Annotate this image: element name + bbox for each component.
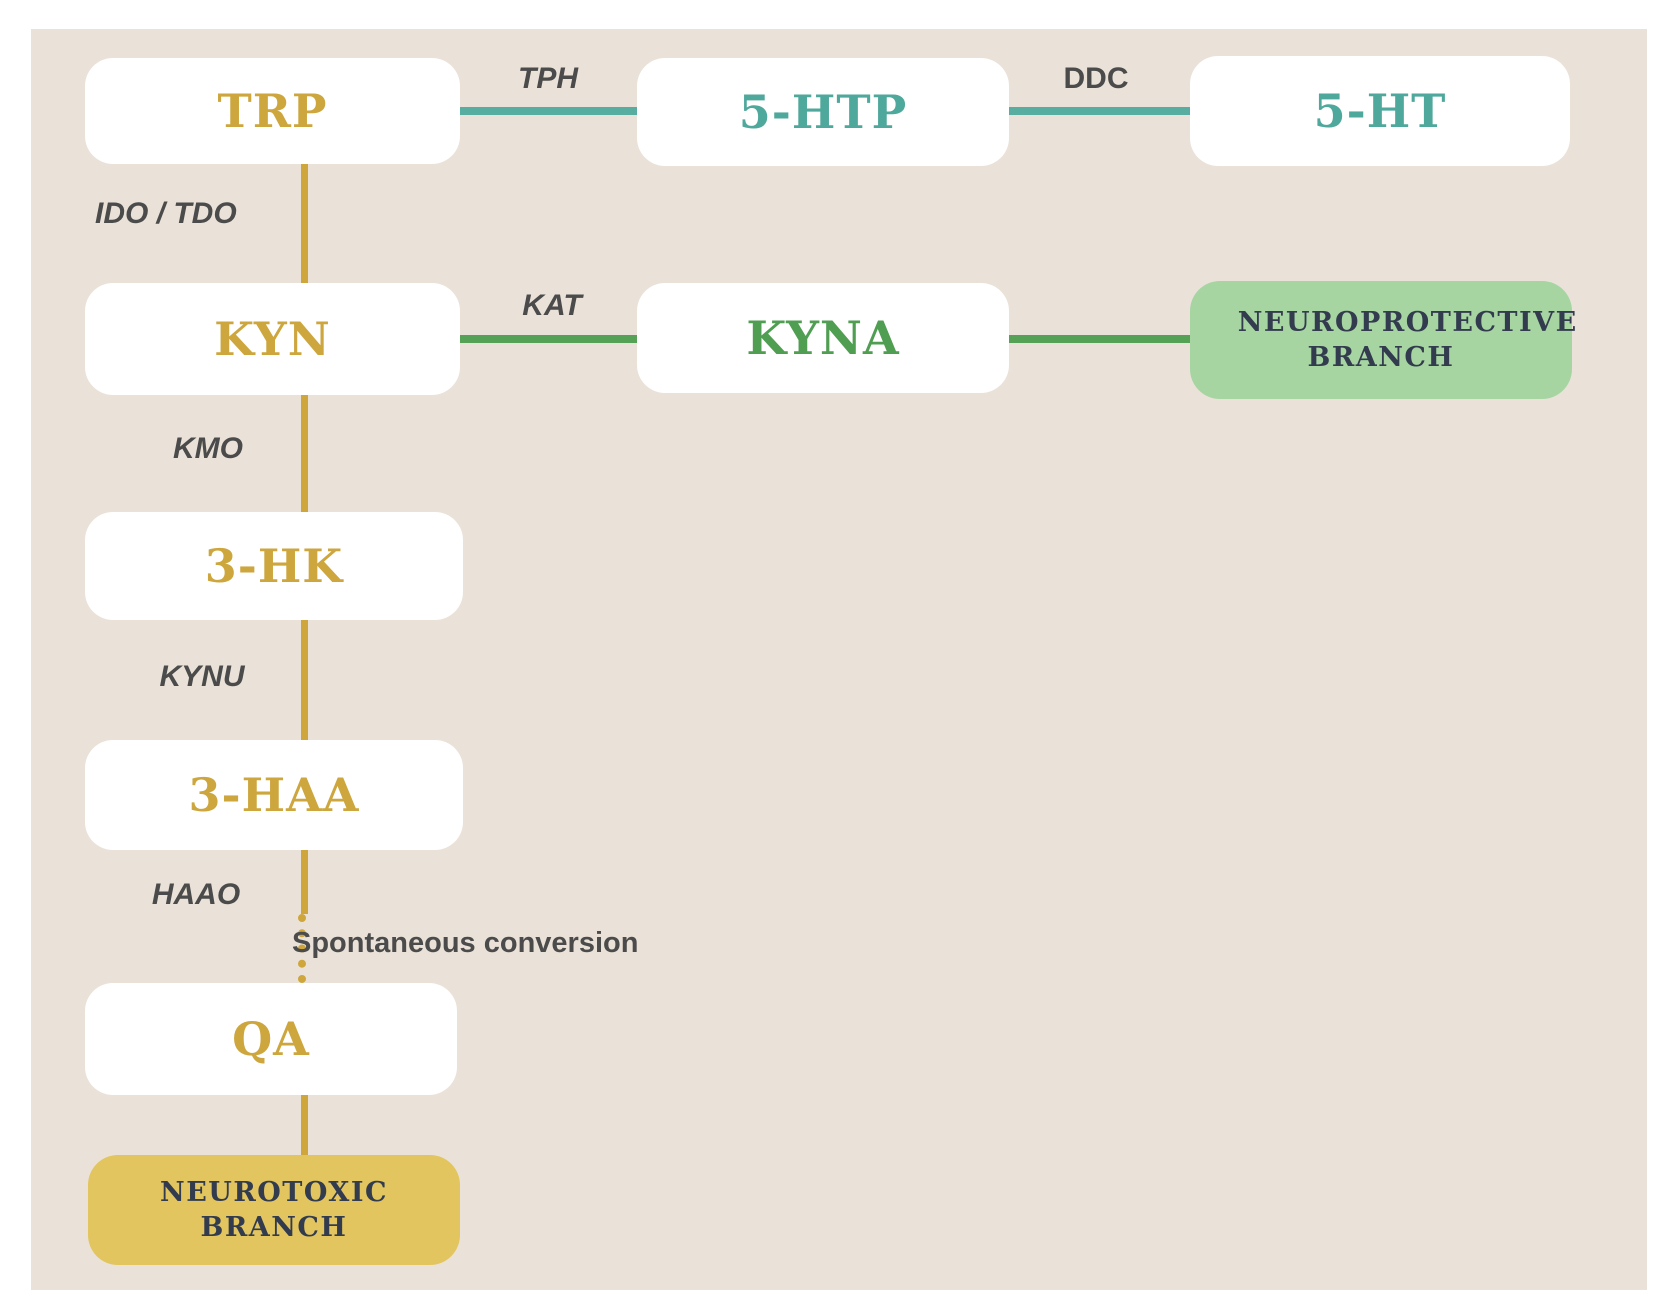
node-kyna: KYNA: [637, 283, 1009, 393]
node-neurotoxic-branch-label: NEUROTOXIC BRANCH: [160, 1176, 388, 1243]
node-3hk-label: 3-HK: [204, 539, 344, 593]
node-5ht-label: 5-HT: [1313, 84, 1447, 138]
enzyme-label-ido-tdo: IDO / TDO: [95, 197, 237, 230]
enzyme-label-kmo: KMO: [173, 432, 243, 465]
edge-5htp-5ht: [1009, 107, 1190, 115]
node-3haa-label: 3-HAA: [188, 768, 360, 822]
node-qa: QA: [85, 983, 457, 1095]
edge-kyn-3hk: [301, 395, 308, 512]
node-3hk: 3-HK: [85, 512, 463, 620]
edge-trp-kyn: [301, 164, 308, 283]
edge-3haa-qa-solid-segment: [301, 850, 308, 914]
edge-qa-neurotoxic: [301, 1095, 308, 1155]
diagram-panel: TRP 5-HTP 5-HT KYN KYNA NEUROPROTECTIVE …: [31, 29, 1647, 1290]
edge-trp-5htp: [460, 107, 637, 115]
annotation-spontaneous-conversion: Spontaneous conversion: [292, 927, 639, 959]
enzyme-label-kynu: KYNU: [159, 660, 245, 693]
node-3haa: 3-HAA: [85, 740, 463, 850]
node-trp: TRP: [85, 58, 460, 164]
node-neuroprotective-branch: NEUROPROTECTIVE BRANCH: [1190, 281, 1578, 399]
enzyme-label-haao: HAAO: [151, 878, 241, 911]
node-neuroprotective-branch-label: NEUROPROTECTIVE BRANCH: [1237, 306, 1578, 373]
enzyme-label-kat: KAT: [522, 289, 582, 322]
edge-kyn-kyna: [460, 335, 637, 343]
edge-kyna-neuroprotective: [1009, 335, 1190, 343]
node-5htp-label: 5-HTP: [738, 85, 908, 139]
node-5ht: 5-HT: [1190, 56, 1570, 166]
edge-3haa-qa-dotted-segment: [298, 914, 306, 983]
edge-3hk-3haa: [301, 620, 308, 740]
enzyme-label-ddc: DDC: [1063, 62, 1129, 95]
node-kyn: KYN: [85, 283, 460, 395]
node-kyna-label: KYNA: [746, 311, 900, 365]
node-neurotoxic-branch: NEUROTOXIC BRANCH: [88, 1155, 460, 1265]
node-5htp: 5-HTP: [637, 58, 1009, 166]
enzyme-label-tph: TPH: [518, 62, 578, 95]
node-trp-label: TRP: [217, 84, 328, 138]
node-qa-label: QA: [232, 1012, 310, 1066]
node-kyn-label: KYN: [214, 312, 331, 366]
